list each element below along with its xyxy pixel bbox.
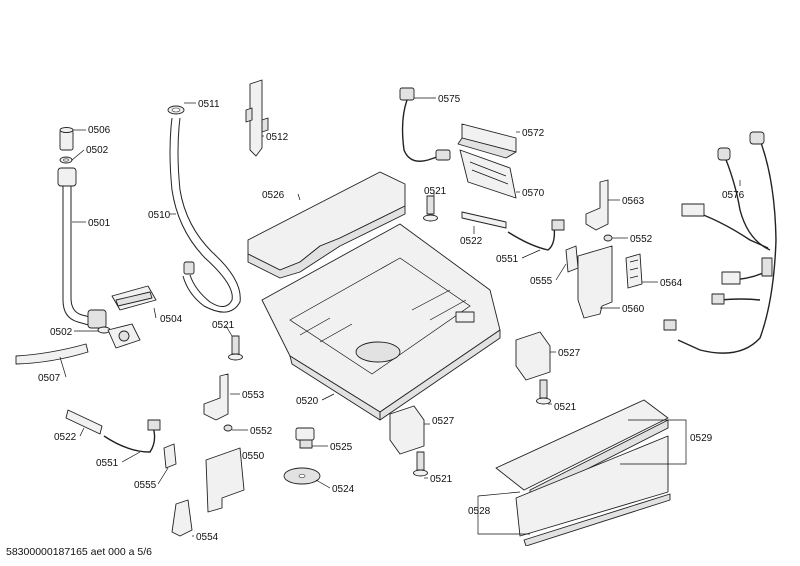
part-0521-screw-b (228, 335, 243, 361)
label-0529: 0529 (690, 433, 713, 444)
part-0527-foot-b (389, 405, 425, 455)
part-0501-inlet-hose (57, 167, 107, 329)
part-0504-inlet-valve (107, 285, 157, 349)
part-0550-side-bracket (205, 447, 245, 513)
label-0575: 0575 (438, 94, 461, 105)
label-0527-b: 0527 (432, 416, 455, 427)
label-0552-b: 0552 (250, 426, 273, 437)
label-0555-a: 0555 (530, 276, 553, 287)
part-0522-rail-b (65, 409, 103, 435)
label-0511: 0511 (198, 99, 220, 110)
label-0521-c: 0521 (554, 402, 577, 413)
part-0506-filter (59, 127, 74, 151)
part-0563-bracket (585, 179, 609, 231)
label-0506: 0506 (88, 125, 111, 136)
label-0524: 0524 (332, 484, 355, 495)
part-0552-clip-b (223, 424, 233, 432)
part-0521-screw-d (413, 451, 428, 477)
part-0522-rail-a (461, 211, 507, 229)
label-0526: 0526 (262, 190, 285, 201)
label-0504: 0504 (160, 314, 183, 325)
label-0521-a: 0521 (424, 186, 447, 197)
part-0564-connector (625, 253, 643, 289)
label-0551-a: 0551 (496, 254, 519, 265)
label-0502-bottom: 0502 (50, 327, 73, 338)
part-0570-controller (459, 149, 517, 199)
label-0554: 0554 (196, 532, 219, 543)
part-0521-screw-a (423, 195, 438, 222)
label-0553: 0553 (242, 390, 265, 401)
part-0555-hook-a (565, 245, 579, 273)
label-0564: 0564 (660, 278, 683, 289)
part-0576-wiring-harness (663, 131, 777, 354)
label-0521-b: 0521 (212, 320, 235, 331)
label-0527-a: 0527 (558, 348, 581, 359)
label-0525: 0525 (330, 442, 353, 453)
part-0526-cover (247, 171, 406, 279)
label-0576: 0576 (722, 190, 745, 201)
part-0502-seal-top (59, 156, 73, 164)
label-0520: 0520 (296, 396, 319, 407)
label-0510: 0510 (148, 210, 171, 221)
part-0524-disc (283, 467, 321, 485)
part-0507-hose-piece (15, 343, 89, 365)
part-0511-clip (167, 105, 185, 115)
part-0575-power-cable (399, 87, 451, 162)
label-0522-b: 0522 (54, 432, 77, 443)
drawing-reference-footer: 58300000187165 aet 000 a 5/6 (6, 546, 152, 558)
part-0553-bracket (203, 373, 229, 421)
label-0521-d: 0521 (430, 474, 453, 485)
label-0528: 0528 (468, 506, 491, 517)
label-0512: 0512 (266, 132, 289, 143)
part-0552-clip-a (603, 234, 613, 242)
label-0563: 0563 (622, 196, 645, 207)
label-0552-a: 0552 (630, 234, 653, 245)
part-0521-screw-c (536, 379, 551, 405)
leader-lines (59, 97, 741, 537)
label-0522-a: 0522 (460, 236, 483, 247)
part-0555-hook-b (163, 443, 177, 469)
label-0551-b: 0551 (96, 458, 119, 469)
label-0550: 0550 (242, 451, 265, 462)
part-0510-drain-hose (169, 117, 241, 313)
part-0527-foot-a (515, 331, 551, 381)
part-0551-sensor-b (103, 419, 161, 453)
label-0507: 0507 (38, 373, 61, 384)
label-0572: 0572 (522, 128, 545, 139)
part-0560-side-bracket (577, 245, 613, 319)
label-0502-top: 0502 (86, 145, 109, 156)
part-0551-sensor-a (507, 219, 565, 251)
part-0572-panel-strip (457, 123, 517, 159)
exploded-parts-diagram: 0506 0502 0501 0502 0507 0504 0511 0510 … (15, 79, 777, 546)
label-0570: 0570 (522, 188, 545, 199)
label-0501: 0501 (88, 218, 111, 229)
part-0528-plinth-lower (515, 435, 671, 546)
part-0525-clip (295, 427, 315, 449)
label-0555-b: 0555 (134, 480, 157, 491)
label-0560: 0560 (622, 304, 645, 315)
part-0554-mount (171, 499, 193, 537)
part-0512-bracket (245, 79, 269, 157)
part-0520-base-tray (261, 223, 501, 421)
